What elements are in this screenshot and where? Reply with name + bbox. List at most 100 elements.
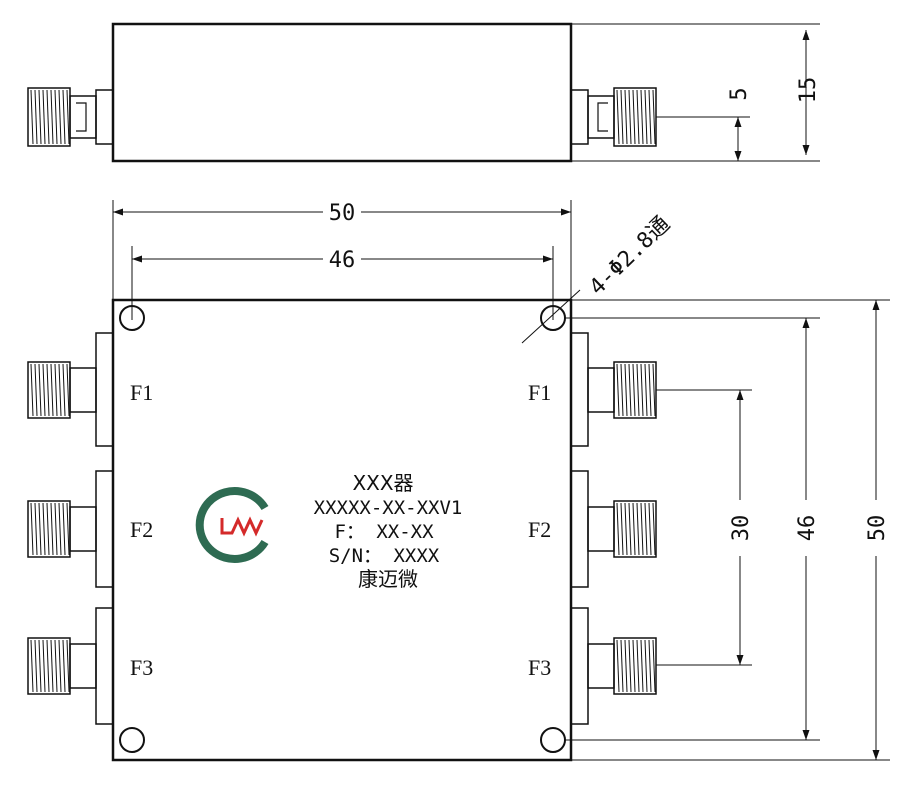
left-connectors [27, 332, 114, 725]
sma-connector-icon [27, 607, 114, 725]
thread-line [620, 639, 624, 693]
port-label-right-f3: F3 [528, 655, 551, 680]
thread-line [46, 363, 50, 417]
thread-line [636, 639, 640, 693]
thread-line [644, 363, 648, 417]
side-view-body [111, 22, 573, 163]
port-label-left-f2: F2 [130, 517, 153, 542]
thread-line [38, 363, 42, 417]
thread-line [616, 639, 620, 693]
thread-line [652, 89, 656, 145]
dim-width-46: 46 [329, 248, 356, 273]
thread-line [58, 363, 62, 417]
thread-line [30, 639, 34, 693]
thread-line [644, 89, 648, 145]
mounting-hole-icon [540, 727, 566, 753]
thread-line [640, 363, 644, 417]
thread-line [636, 363, 640, 417]
thread-line [58, 639, 62, 693]
thread-line [30, 363, 34, 417]
thread-line [632, 89, 636, 145]
side-connector-left [27, 87, 114, 147]
thread-line [66, 89, 70, 145]
kangmaiwei-logo-icon [195, 487, 269, 563]
side-view: 15 5 [27, 22, 821, 163]
product-label: XXX器 XXXXX-XX-XXV1 F： XX-XX S/N： XXXX 康迈… [314, 471, 463, 591]
thread-line [54, 89, 58, 145]
thread-line [640, 639, 644, 693]
thread-line [628, 363, 632, 417]
thread-line [652, 639, 656, 693]
port-label-left-f1: F1 [130, 380, 153, 405]
thread-line [50, 89, 54, 145]
thread-line [624, 639, 628, 693]
thread-line [644, 502, 648, 556]
thread-line [632, 502, 636, 556]
thread-line [620, 89, 624, 145]
thread-line [616, 502, 620, 556]
side-connector-right [570, 87, 657, 147]
sma-connector-icon [27, 470, 114, 588]
thread-line [62, 502, 66, 556]
thread-line [648, 363, 652, 417]
thread-line [30, 502, 34, 556]
thread-line [640, 89, 644, 145]
thread-line [46, 89, 50, 145]
dim-connector-offset: 5 [727, 87, 752, 100]
thread-line [42, 363, 46, 417]
thread-line [636, 89, 640, 145]
thread-line [42, 89, 46, 145]
dim-port-spacing-30: 30 [729, 515, 754, 542]
thread-line [66, 502, 70, 556]
thread-line [652, 363, 656, 417]
sma-connector-icon [27, 332, 114, 447]
thread-line [50, 639, 54, 693]
port-label-right-f1: F1 [528, 380, 551, 405]
thread-line [620, 363, 624, 417]
thread-line [632, 639, 636, 693]
thread-line [50, 502, 54, 556]
sma-connector-icon [570, 332, 657, 447]
hole-callout: 4-Φ2.8通 [585, 212, 675, 300]
thread-line [34, 89, 38, 145]
thread-line [648, 502, 652, 556]
thread-line [636, 502, 640, 556]
frequency-label: F： XX-XX [334, 521, 434, 543]
thread-line [34, 363, 38, 417]
product-name: XXX器 [352, 471, 413, 495]
thread-line [30, 89, 34, 145]
thread-line [42, 639, 46, 693]
thread-line [616, 363, 620, 417]
thread-line [628, 639, 632, 693]
thread-line [616, 89, 620, 145]
thread-line [648, 89, 652, 145]
thread-line [62, 639, 66, 693]
thread-line [38, 639, 42, 693]
model-number: XXXXX-XX-XXV1 [314, 497, 463, 519]
sma-connector-icon [570, 470, 657, 588]
thread-line [624, 363, 628, 417]
thread-line [50, 363, 54, 417]
dim-height-46: 46 [795, 515, 820, 542]
thread-line [624, 89, 628, 145]
thread-line [624, 502, 628, 556]
thread-line [58, 89, 62, 145]
thread-line [640, 502, 644, 556]
port-label-right-f2: F2 [528, 517, 551, 542]
mounting-hole-icon [119, 727, 145, 753]
thread-line [54, 363, 58, 417]
right-connectors [570, 332, 657, 725]
thread-line [620, 502, 624, 556]
top-dimensions: 50 46 [112, 200, 572, 320]
thread-line [66, 639, 70, 693]
thread-line [628, 89, 632, 145]
thread-line [42, 502, 46, 556]
thread-line [38, 502, 42, 556]
top-view: 4-Φ2.8通 [27, 212, 890, 762]
dim-width-50: 50 [329, 201, 356, 226]
thread-line [66, 363, 70, 417]
brand-name: 康迈微 [358, 567, 418, 591]
thread-line [46, 502, 50, 556]
